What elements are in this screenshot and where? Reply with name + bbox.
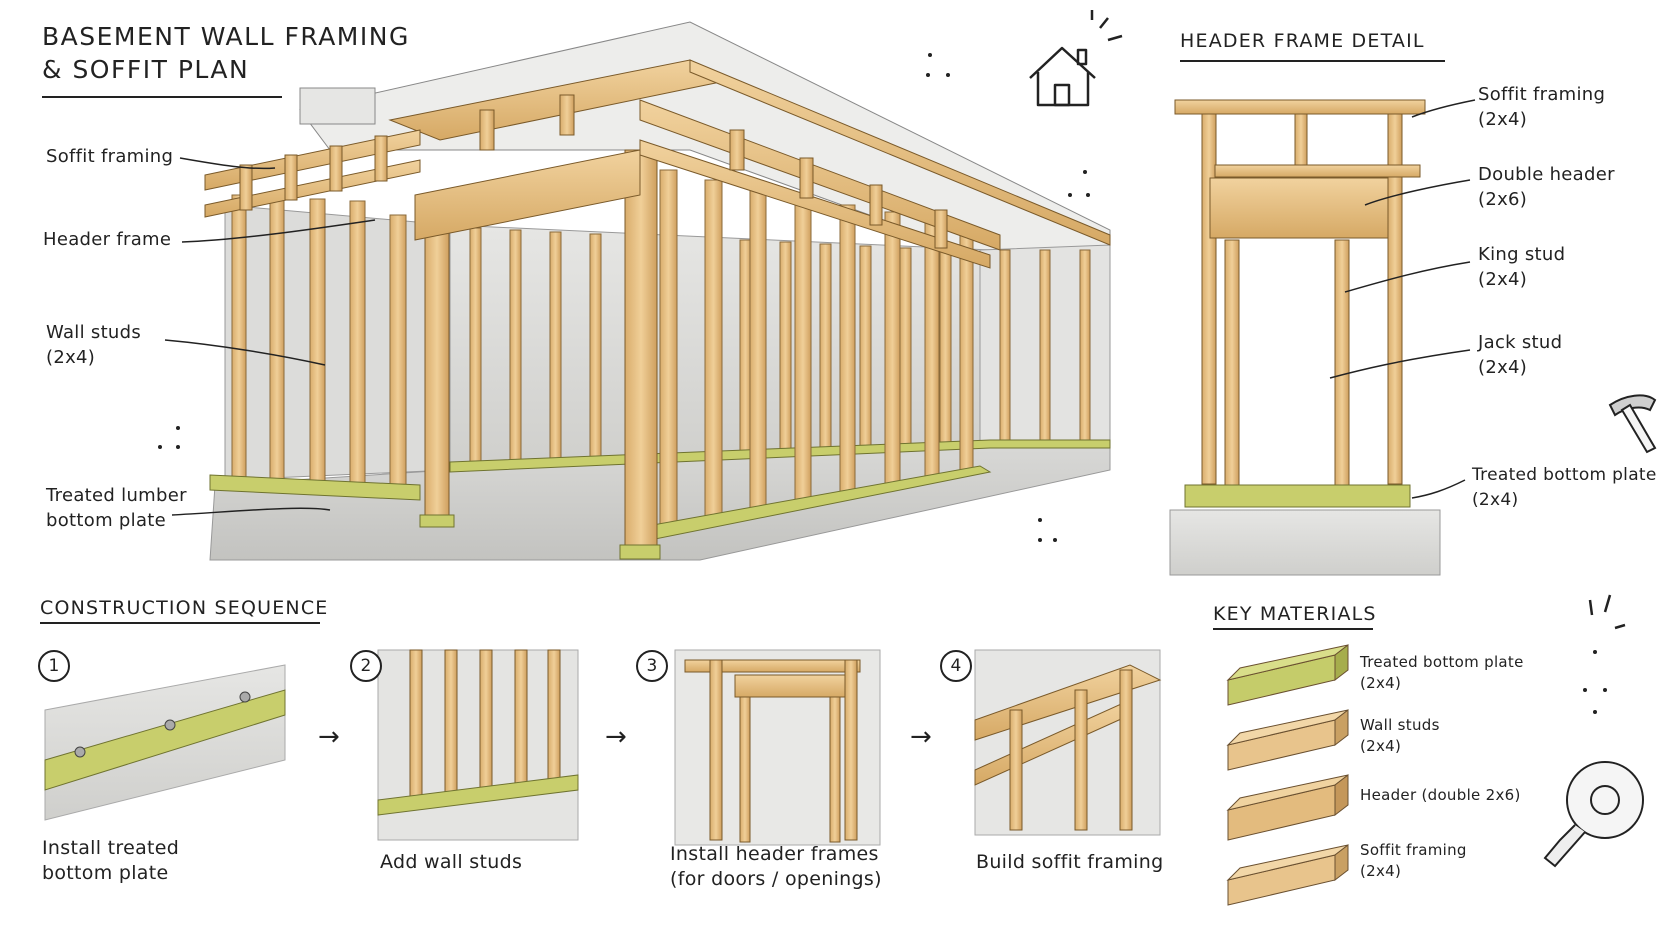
step-arrow-3: → — [910, 722, 933, 752]
step-arrow-1: → — [318, 722, 341, 752]
step-3-caption-line2: (for doors / openings) — [670, 868, 882, 890]
soffit-side-beam — [689, 59, 1111, 246]
page-title-line2: & SOFFIT PLAN — [42, 55, 250, 84]
material-3-label: Header (double 2x6) — [1360, 785, 1521, 806]
detail-leader-lines — [1329, 99, 1476, 499]
materials-title: KEY MATERIALS — [1213, 603, 1377, 625]
step-2-caption: Add wall studs — [380, 850, 522, 875]
label-wall-studs-line1: Wall studs — [46, 322, 142, 343]
detail-label-double-line1: Double header — [1478, 164, 1615, 185]
step-arrow-2: → — [605, 722, 628, 752]
material-2-line1: Wall studs — [1360, 716, 1440, 734]
step-3-number: 3 — [636, 650, 668, 682]
back-bottom-plate — [449, 439, 1111, 473]
detail-illustration — [1169, 99, 1441, 576]
step-2-caption-line1: Add wall studs — [380, 851, 523, 873]
front-wall-studs — [659, 169, 974, 531]
detail-label-jack-line1: Jack stud — [1478, 332, 1563, 353]
hammer-icon — [1608, 394, 1657, 454]
door-post-right — [624, 149, 658, 551]
step-1-caption-line1: Install treated — [42, 837, 180, 859]
title-underline — [42, 96, 282, 98]
detail-title: HEADER FRAME DETAIL — [1180, 30, 1425, 52]
step-1-caption: Install treated bottom plate — [42, 836, 179, 886]
soffit-blocking — [239, 94, 948, 249]
material-1-line1: Treated bottom plate — [1360, 653, 1524, 671]
house-icon — [1029, 10, 1123, 107]
material-4-line1: Soffit framing — [1360, 841, 1467, 859]
detail-label-plate-line2: (2x4) — [1472, 490, 1519, 510]
step-2-thumb — [377, 649, 579, 841]
step-3-caption: Install header frames (for doors / openi… — [670, 842, 882, 892]
detail-label-jack-line2: (2x4) — [1478, 357, 1528, 378]
material-1-line2: (2x4) — [1360, 674, 1402, 692]
door-post-left — [424, 224, 450, 526]
main-leader-lines — [164, 157, 376, 516]
label-soffit-framing: Soffit framing — [46, 146, 174, 167]
materials-title-underline — [1213, 628, 1373, 630]
step-1-caption-line2: bottom plate — [42, 862, 169, 884]
step-1-number: 1 — [38, 650, 70, 682]
sequence-title-underline — [40, 622, 320, 624]
label-bottom-plate-line2: bottom plate — [46, 510, 167, 531]
label-bottom-plate-line1: Treated lumber — [46, 485, 187, 506]
step-4-thumb — [974, 649, 1162, 836]
page-title-line1: BASEMENT WALL FRAMING — [42, 22, 410, 51]
decorative-dots — [158, 53, 1626, 714]
page-title: BASEMENT WALL FRAMING & SOFFIT PLAN — [42, 20, 410, 86]
door-plate-right — [619, 544, 661, 560]
detail-label-king-line2: (2x4) — [1478, 269, 1528, 290]
detail-label-soffit-line2: (2x4) — [1478, 109, 1528, 130]
step-3-thumb — [674, 649, 881, 846]
detail-label-soffit-line1: Soffit framing — [1478, 84, 1606, 105]
detail-label-king-stud: King stud (2x4) — [1478, 242, 1565, 292]
detail-label-double-line2: (2x6) — [1478, 189, 1528, 210]
material-1-label: Treated bottom plate (2x4) — [1360, 652, 1524, 694]
detail-label-treated-plate: Treated bottom plate (2x4) — [1472, 463, 1657, 513]
detail-title-underline — [1180, 60, 1445, 62]
door-plate-left — [419, 514, 455, 528]
step-4-caption: Build soffit framing — [976, 850, 1163, 875]
detail-label-soffit: Soffit framing (2x4) — [1478, 82, 1605, 132]
header-beam — [414, 149, 641, 241]
detail-label-king-line1: King stud — [1478, 244, 1566, 265]
material-swatches — [1226, 643, 1349, 906]
label-wall-studs-line2: (2x4) — [46, 347, 96, 368]
sequence-title: CONSTRUCTION SEQUENCE — [40, 597, 329, 619]
duct — [299, 87, 376, 125]
detail-label-jack-stud: Jack stud (2x4) — [1478, 330, 1562, 380]
detail-label-double-header: Double header (2x6) — [1478, 162, 1615, 212]
label-bottom-plate: Treated lumber bottom plate — [46, 483, 187, 533]
label-header-frame: Header frame — [43, 229, 172, 250]
soffit-left-beam-low — [204, 159, 421, 218]
material-2-line2: (2x4) — [1360, 737, 1402, 755]
tape-measure-icon — [1543, 761, 1644, 868]
left-bottom-plate — [209, 474, 421, 501]
detail-label-plate-line1: Treated bottom plate — [1472, 465, 1657, 485]
step-1-thumb — [44, 664, 286, 821]
soffit-left-beam — [204, 129, 421, 191]
material-3-line1: Header (double 2x6) — [1360, 786, 1521, 804]
step-3-caption-line1: Install header frames — [670, 843, 879, 865]
step-4-caption-line1: Build soffit framing — [976, 851, 1164, 873]
material-4-line2: (2x4) — [1360, 862, 1402, 880]
left-wall — [224, 204, 451, 481]
step-2-number: 2 — [350, 650, 382, 682]
material-4-label: Soffit framing (2x4) — [1360, 840, 1467, 882]
step-4-number: 4 — [940, 650, 972, 682]
material-2-label: Wall studs (2x4) — [1360, 715, 1440, 757]
label-wall-studs: Wall studs (2x4) — [46, 320, 141, 370]
